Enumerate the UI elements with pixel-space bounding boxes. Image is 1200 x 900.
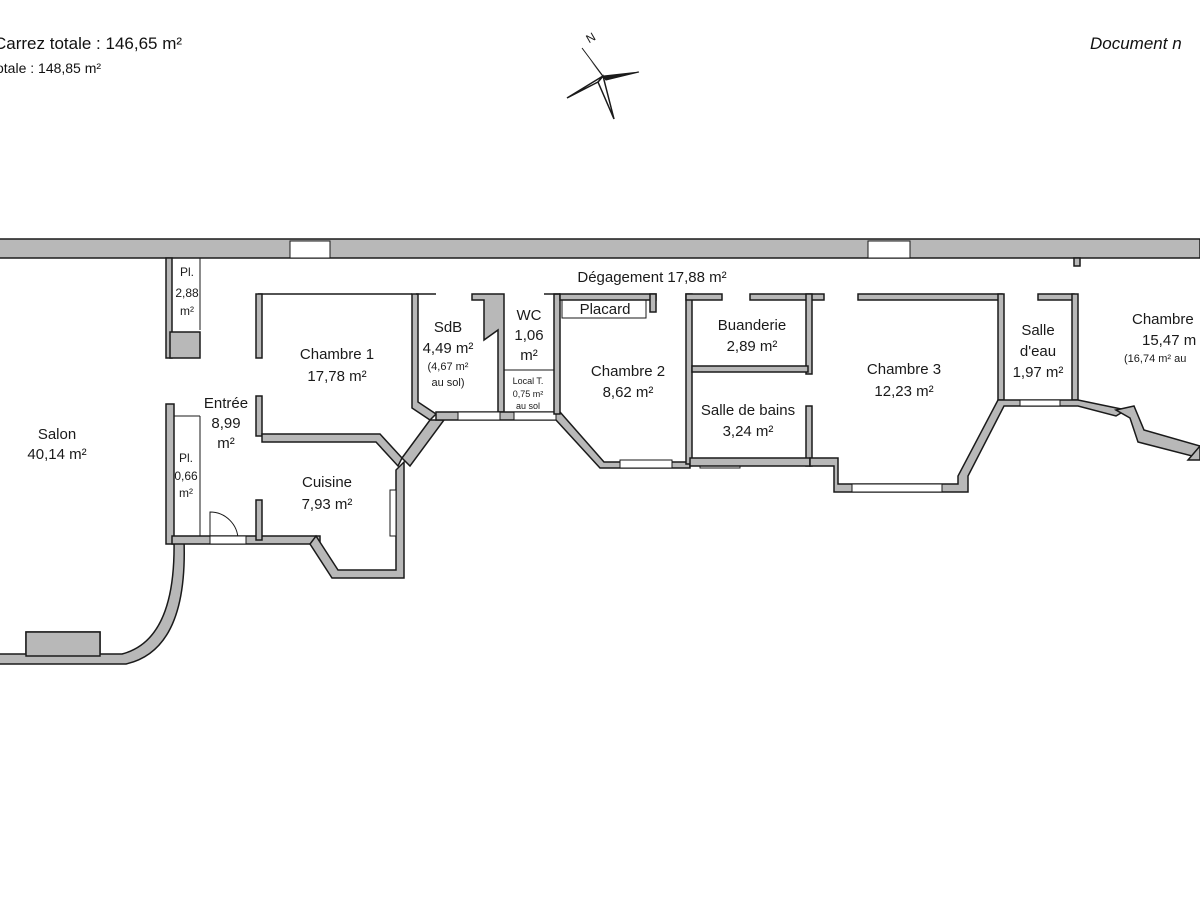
sdb-area: 4,49 m² xyxy=(423,340,474,357)
entree-area: 8,99 xyxy=(211,415,240,432)
wc-label: WC xyxy=(517,307,542,324)
chambre4-walls xyxy=(1073,257,1200,461)
salon-label: Salon xyxy=(38,426,76,443)
chambre4-area: 15,47 m xyxy=(1142,332,1196,349)
carrez-total-label: Carrez totale : 146,65 m² xyxy=(0,34,183,53)
local-label: Local T. xyxy=(513,376,544,386)
pl-entree-unit: m² xyxy=(179,486,193,500)
placard-label: Placard xyxy=(580,301,631,318)
chambre2-label: Chambre 2 xyxy=(591,363,665,380)
chambre3-area: 12,23 m² xyxy=(874,383,933,400)
chambre1-label: Chambre 1 xyxy=(300,346,374,363)
entree-unit: m² xyxy=(217,435,235,452)
chambre3-salle-eau-walls xyxy=(809,293,1129,493)
local-area: 0,75 m² xyxy=(513,389,544,399)
salle-de-bains-area: 3,24 m² xyxy=(723,423,774,440)
pl-top-title: Pl. xyxy=(180,265,194,279)
sdb-label: SdB xyxy=(434,319,462,336)
total-surface-label: otale : 148,85 m² xyxy=(0,60,102,76)
salle-eau-label-2: d'eau xyxy=(1020,343,1056,360)
buanderie-label: Buanderie xyxy=(718,317,786,334)
salle-eau-area: 1,97 m² xyxy=(1013,364,1064,381)
placard-walls xyxy=(559,293,657,319)
wc-area: 1,06 xyxy=(514,327,543,344)
salle-eau-label-1: Salle xyxy=(1021,322,1054,339)
degagement-label: Dégagement 17,88 m² xyxy=(577,269,726,286)
chambre3-label: Chambre 3 xyxy=(867,361,941,378)
sdb-floor-area: (4,67 m² xyxy=(428,361,469,373)
chambre4-label: Chambre xyxy=(1132,311,1194,328)
buanderie-area: 2,89 m² xyxy=(727,338,778,355)
sdb-floor-note: au sol) xyxy=(431,377,464,389)
pl-entree-area: 0,66 xyxy=(174,469,198,483)
cuisine-area: 7,93 m² xyxy=(302,496,353,513)
pl-entree-title: Pl. xyxy=(179,451,193,465)
chambre1-cuisine-walls xyxy=(255,293,446,579)
exterior-wall-top xyxy=(0,238,1200,259)
salle-de-bains-label: Salle de bains xyxy=(701,402,795,419)
cuisine-label: Cuisine xyxy=(302,474,352,491)
entree-label: Entrée xyxy=(204,395,248,412)
room-labels: Dégagement 17,88 m² Pl. 2,88 m² Salon 40… xyxy=(27,265,1196,513)
chambre4-floor-area: (16,74 m² au xyxy=(1124,353,1186,365)
salon-area: 40,14 m² xyxy=(27,446,86,463)
compass-rose-icon: N xyxy=(566,30,640,120)
salon-walls xyxy=(0,257,201,665)
pl-top-area: 2,88 xyxy=(175,286,199,300)
local-note: au sol xyxy=(516,401,540,411)
compass-north-label: N xyxy=(584,30,599,46)
buanderie-sdb-walls xyxy=(619,293,825,469)
chambre1-area: 17,78 m² xyxy=(307,368,366,385)
pl-top-unit: m² xyxy=(180,304,194,318)
document-label: Document n xyxy=(1090,34,1182,53)
wc-unit: m² xyxy=(520,347,538,364)
entree-walls xyxy=(171,258,321,545)
chambre2-area: 8,62 m² xyxy=(603,384,654,401)
